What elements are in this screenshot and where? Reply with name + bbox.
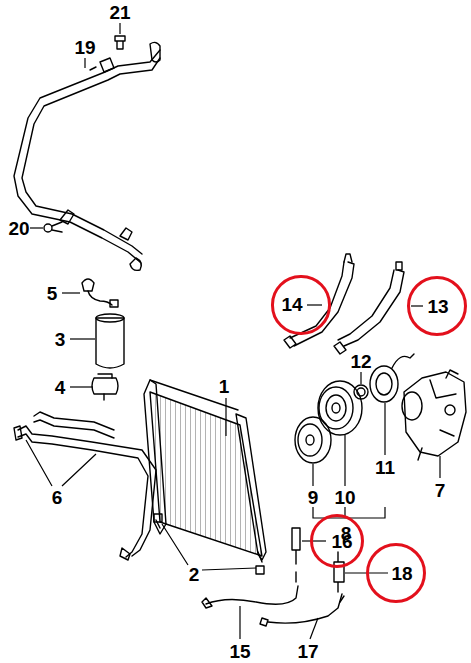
callout-number: 16	[331, 532, 352, 551]
callout-number: 15	[229, 642, 250, 661]
callout-circle: 16	[310, 514, 364, 568]
condenser-mount	[154, 514, 264, 574]
receiver-drier	[96, 314, 124, 368]
leader-lines	[26, 23, 440, 639]
callout-number: 21	[109, 3, 130, 22]
field-coil	[370, 354, 414, 402]
callout-circle: 14	[271, 275, 330, 334]
wire-harness	[202, 572, 298, 608]
drier-bracket	[92, 374, 118, 400]
callout-number: 14	[281, 295, 302, 314]
discharge-hose	[334, 262, 404, 354]
callout-number: 12	[350, 352, 371, 371]
wire-harness	[260, 594, 344, 626]
clip	[44, 222, 62, 232]
callout-number: 19	[74, 38, 95, 57]
callout-number: 11	[375, 458, 395, 477]
callout-number: 10	[334, 488, 355, 507]
callout-number: 9	[308, 488, 319, 507]
callout-number: 13	[427, 297, 448, 316]
bracket	[334, 552, 344, 592]
bolt	[115, 36, 125, 49]
pulley	[318, 381, 362, 435]
condenser	[144, 380, 266, 562]
callout-number: 1	[219, 377, 230, 396]
callout-circle: 18	[366, 543, 426, 603]
callout-number: 3	[55, 330, 66, 349]
callout-number: 2	[189, 565, 200, 584]
bracket	[292, 528, 300, 564]
callout-number: 6	[52, 488, 63, 507]
liquid-line	[14, 412, 156, 560]
callout-number: 17	[297, 642, 318, 661]
compressor	[402, 370, 466, 460]
callout-circle: 13	[407, 276, 467, 336]
callout-number: 4	[55, 378, 66, 397]
callout-number: 18	[391, 564, 412, 583]
callout-number: 7	[435, 481, 446, 500]
snap-ring	[354, 385, 368, 399]
pressure-switch	[82, 279, 118, 307]
callout-number: 5	[47, 284, 58, 303]
clutch-plate	[295, 417, 331, 463]
callout-number: 20	[8, 219, 29, 238]
line-assembly	[14, 42, 160, 270]
